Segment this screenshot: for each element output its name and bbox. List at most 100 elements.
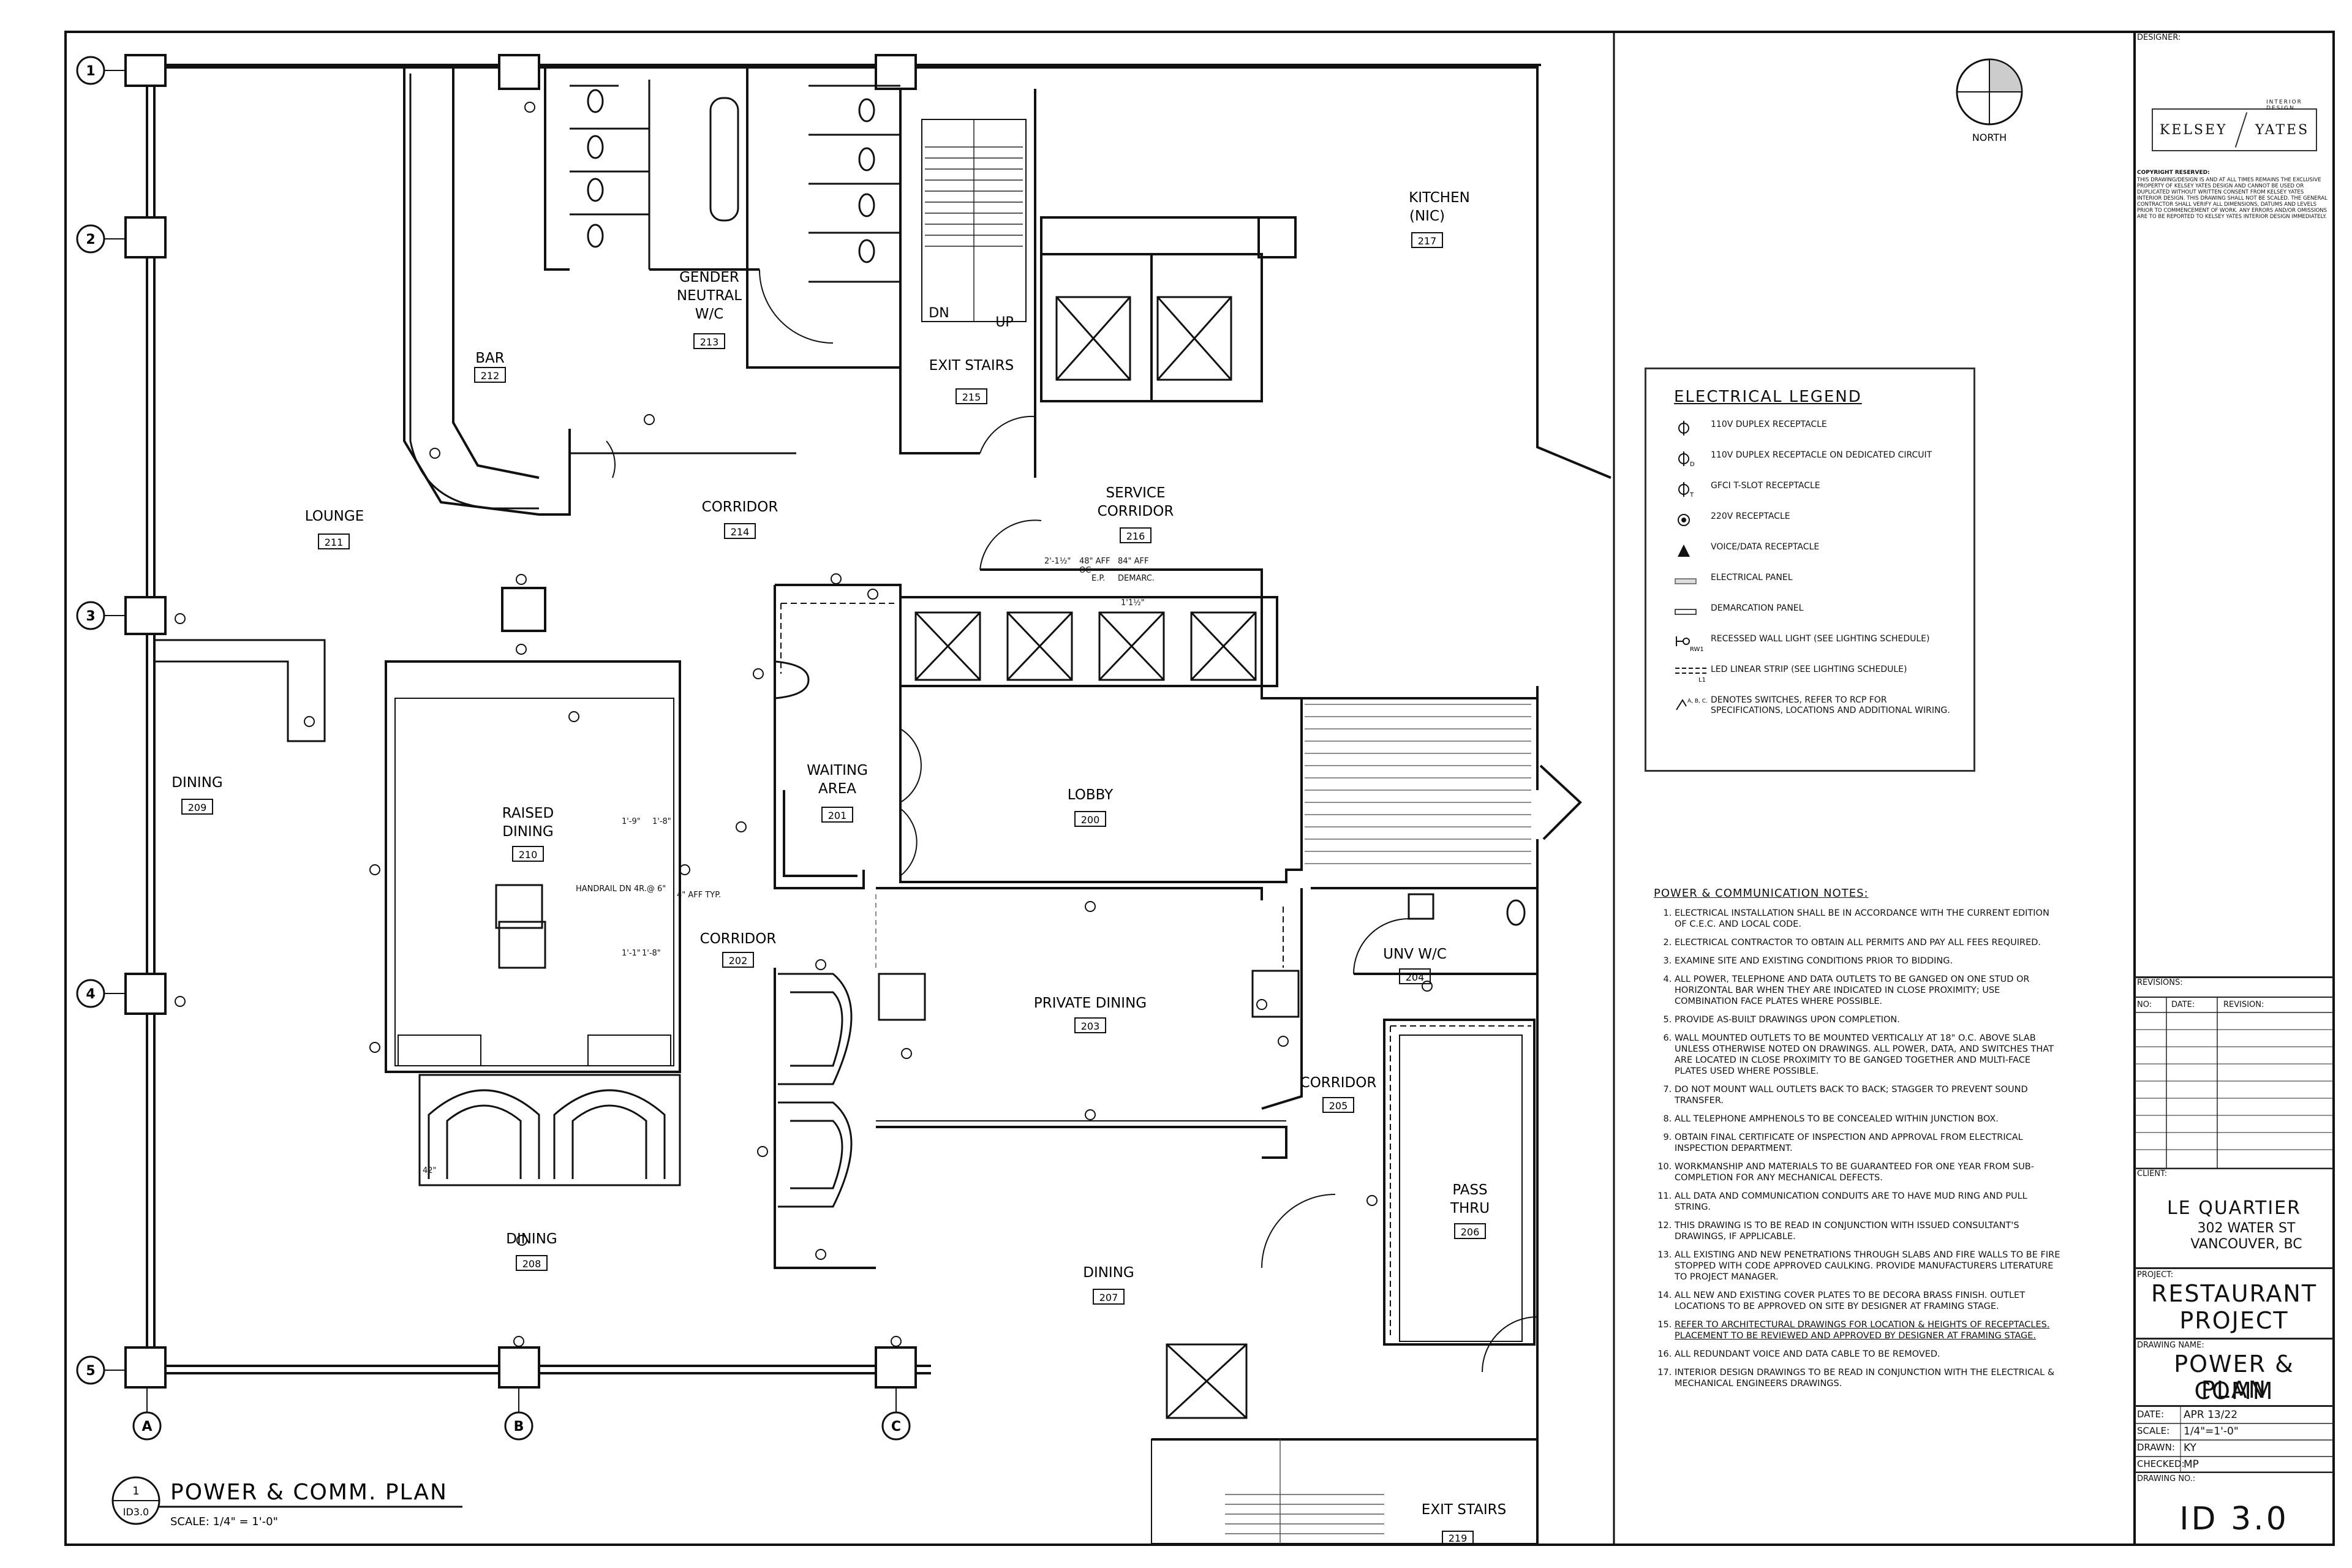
drawing-name-label: DRAWING NAME:: [2137, 1341, 2204, 1350]
legend-item: 110V DUPLEX RECEPTACLE: [1674, 420, 1973, 437]
project-cell: PROJECT: RESTAURANT PROJECT: [2135, 1269, 2334, 1340]
dim-label-3: 1'-8": [652, 817, 671, 826]
room-exit-219-label: EXIT STAIRS: [1422, 1502, 1506, 1518]
room-private-num: 203: [1081, 1020, 1100, 1032]
scale-value: 1/4"=1'-0": [2184, 1425, 2239, 1438]
room-wc-num: 213: [700, 336, 719, 348]
logo-right: YATES: [2255, 122, 2310, 138]
raised-dining-platform: [385, 660, 681, 1073]
legend-abc: A, B, C.: [1687, 698, 1708, 704]
room-wc-label-1: GENDER: [679, 270, 739, 285]
switch-icon: A, B, C.: [1674, 695, 1711, 712]
room-waiting-num: 201: [828, 810, 847, 821]
title-block: DESIGNER: KELSEY YATES INTERIOR DESIGN C…: [2135, 32, 2334, 1545]
legend-item: ELECTRICAL PANEL: [1674, 573, 1973, 590]
project-line-1: RESTAURANT: [2150, 1280, 2318, 1307]
legend-item: A, B, C.DENOTES SWITCHES, REFER TO RCP F…: [1674, 695, 1973, 716]
interior-walls: [403, 67, 1538, 1544]
legend-item-label: GFCI T-SLOT RECEPTACLE: [1711, 481, 1820, 491]
project-label: PROJECT:: [2137, 1270, 2174, 1280]
logo-arc: INTERIOR DESIGN: [2266, 99, 2302, 111]
note-item: REFER TO ARCHITECTURAL DRAWINGS FOR LOCA…: [1675, 1319, 2064, 1341]
plan-sheet-ref: ID3.0: [123, 1506, 149, 1518]
checked-label: CHECKED:: [2137, 1458, 2185, 1469]
dim-label-ep: E.P.: [1091, 574, 1105, 583]
logo-divider: [2234, 112, 2248, 148]
drawing-name-2: PLAN: [2201, 1376, 2267, 1403]
revisions-label: REVISIONS:: [2137, 978, 2183, 987]
room-wc-label-2: NEUTRAL: [677, 288, 742, 304]
room-unv-label: UNV W/C: [1383, 946, 1447, 962]
legend-l1: L1: [1698, 677, 1706, 683]
plan-scale: SCALE: 1/4" = 1'-0": [170, 1515, 278, 1528]
note-item: ALL TELEPHONE AMPHENOLS TO BE CONCEALED …: [1675, 1114, 2064, 1125]
dim-label-aff84: 84" AFF: [1118, 557, 1149, 566]
checked-value: MP: [2184, 1458, 2199, 1471]
room-waiting-label-1: WAITING: [807, 763, 868, 778]
dim-label-oc: OC: [1079, 566, 1091, 575]
room-lobby-num: 200: [1081, 814, 1100, 826]
electrical-legend: ELECTRICAL LEGEND 110V DUPLEX RECEPTACLE…: [1645, 368, 1975, 772]
grid-label-a: A: [141, 1419, 152, 1434]
legend-item-label: DENOTES SWITCHES, REFER TO RCP FOR SPECI…: [1711, 695, 1950, 715]
logo-left: KELSEY: [2159, 122, 2228, 138]
room-dining-207-label: DINING: [1083, 1265, 1134, 1281]
room-service-label-1: SERVICE: [1106, 485, 1166, 501]
receptacle-symbols: [175, 102, 1433, 1347]
drawn-label: DRAWN:: [2137, 1442, 2175, 1453]
220v-receptacle-icon: [1674, 511, 1711, 529]
client-cell: CLIENT: LE QUARTIER 302 WATER ST VANCOUV…: [2135, 1168, 2334, 1269]
dim-label-1: 2'-1½": [1044, 557, 1071, 566]
room-kitchen-label-1: KITCHEN: [1409, 190, 1470, 206]
plan-title-block: 1 ID3.0 POWER & COMM. PLAN SCALE: 1/4" =…: [111, 1476, 462, 1528]
svg-text:T: T: [1689, 492, 1694, 498]
legend-item-label: VOICE/DATA RECEPTACLE: [1711, 542, 1820, 552]
wall-light-icon: RW1: [1674, 634, 1711, 653]
notes-title: POWER & COMMUNICATION NOTES:: [1654, 887, 1869, 900]
room-dining-209-label: DINING: [172, 775, 223, 791]
door-swings: [606, 269, 1538, 1373]
room-lounge-label: LOUNGE: [305, 508, 364, 524]
room-corridor-205-label: CORRIDOR: [1300, 1075, 1377, 1091]
dim-label-6: 1'1½": [1121, 598, 1145, 608]
grid-bubbles: [76, 56, 911, 1441]
legend-item-label: LED LINEAR STRIP (SEE LIGHTING SCHEDULE): [1711, 665, 1907, 674]
client-label: CLIENT:: [2137, 1169, 2167, 1178]
note-item: PROVIDE AS-BUILT DRAWINGS UPON COMPLETIO…: [1675, 1014, 2064, 1025]
grid-label-5: 5: [86, 1363, 95, 1379]
legend-item-label: 110V DUPLEX RECEPTACLE: [1711, 420, 1827, 429]
kelsey-yates-logo: KELSEY YATES: [2152, 108, 2317, 151]
plan-title: POWER & COMM. PLAN: [170, 1480, 448, 1505]
dim-label-2: 1'-9": [622, 817, 641, 826]
legend-item: 220V RECEPTACLE: [1674, 511, 1973, 529]
room-raised-num: 210: [519, 849, 538, 861]
client-name: LE QUARTIER: [2167, 1197, 2301, 1219]
room-wc-label-3: W/C: [695, 306, 724, 322]
booth-seating: [418, 970, 1300, 1208]
north-arrow: NORTH: [1956, 58, 2023, 143]
revision-col-revision: REVISION:: [2223, 1000, 2264, 1009]
room-lounge-num: 211: [325, 537, 344, 548]
project-line-2: PROJECT: [2179, 1307, 2289, 1334]
note-item: ALL REDUNDANT VOICE AND DATA CABLE TO BE…: [1675, 1349, 2064, 1360]
legend-item-label: 110V DUPLEX RECEPTACLE ON DEDICATED CIRC…: [1711, 450, 1932, 460]
room-exit-215-num: 215: [962, 391, 981, 403]
room-bar-label: BAR: [475, 350, 505, 366]
room-labels: LOUNGE 211 BAR 212 GENDER NEUTRAL W/C 21…: [172, 190, 1506, 1545]
legend-item-label: DEMARCATION PANEL: [1711, 603, 1804, 613]
drawing-no-label: DRAWING NO.:: [2137, 1474, 2196, 1483]
room-corridor-202-num: 202: [729, 955, 748, 967]
legend-item: DEMARCATION PANEL: [1674, 603, 1973, 620]
note-item: WALL MOUNTED OUTLETS TO BE MOUNTED VERTI…: [1675, 1033, 2064, 1077]
dim-label-4: 1'-1": [622, 949, 641, 958]
plan-number: 1: [132, 1485, 139, 1498]
legend-item: L1 LED LINEAR STRIP (SEE LIGHTING SCHEDUL…: [1674, 665, 1973, 684]
bar-counter: [409, 74, 539, 510]
voice-data-icon: [1674, 542, 1711, 559]
room-pass-label-1: PASS: [1452, 1182, 1487, 1198]
revision-col-no: NO:: [2137, 1000, 2152, 1009]
wc-partitions: [570, 80, 1526, 926]
note-item: ALL EXISTING AND NEW PENETRATIONS THROUG…: [1675, 1250, 2064, 1283]
